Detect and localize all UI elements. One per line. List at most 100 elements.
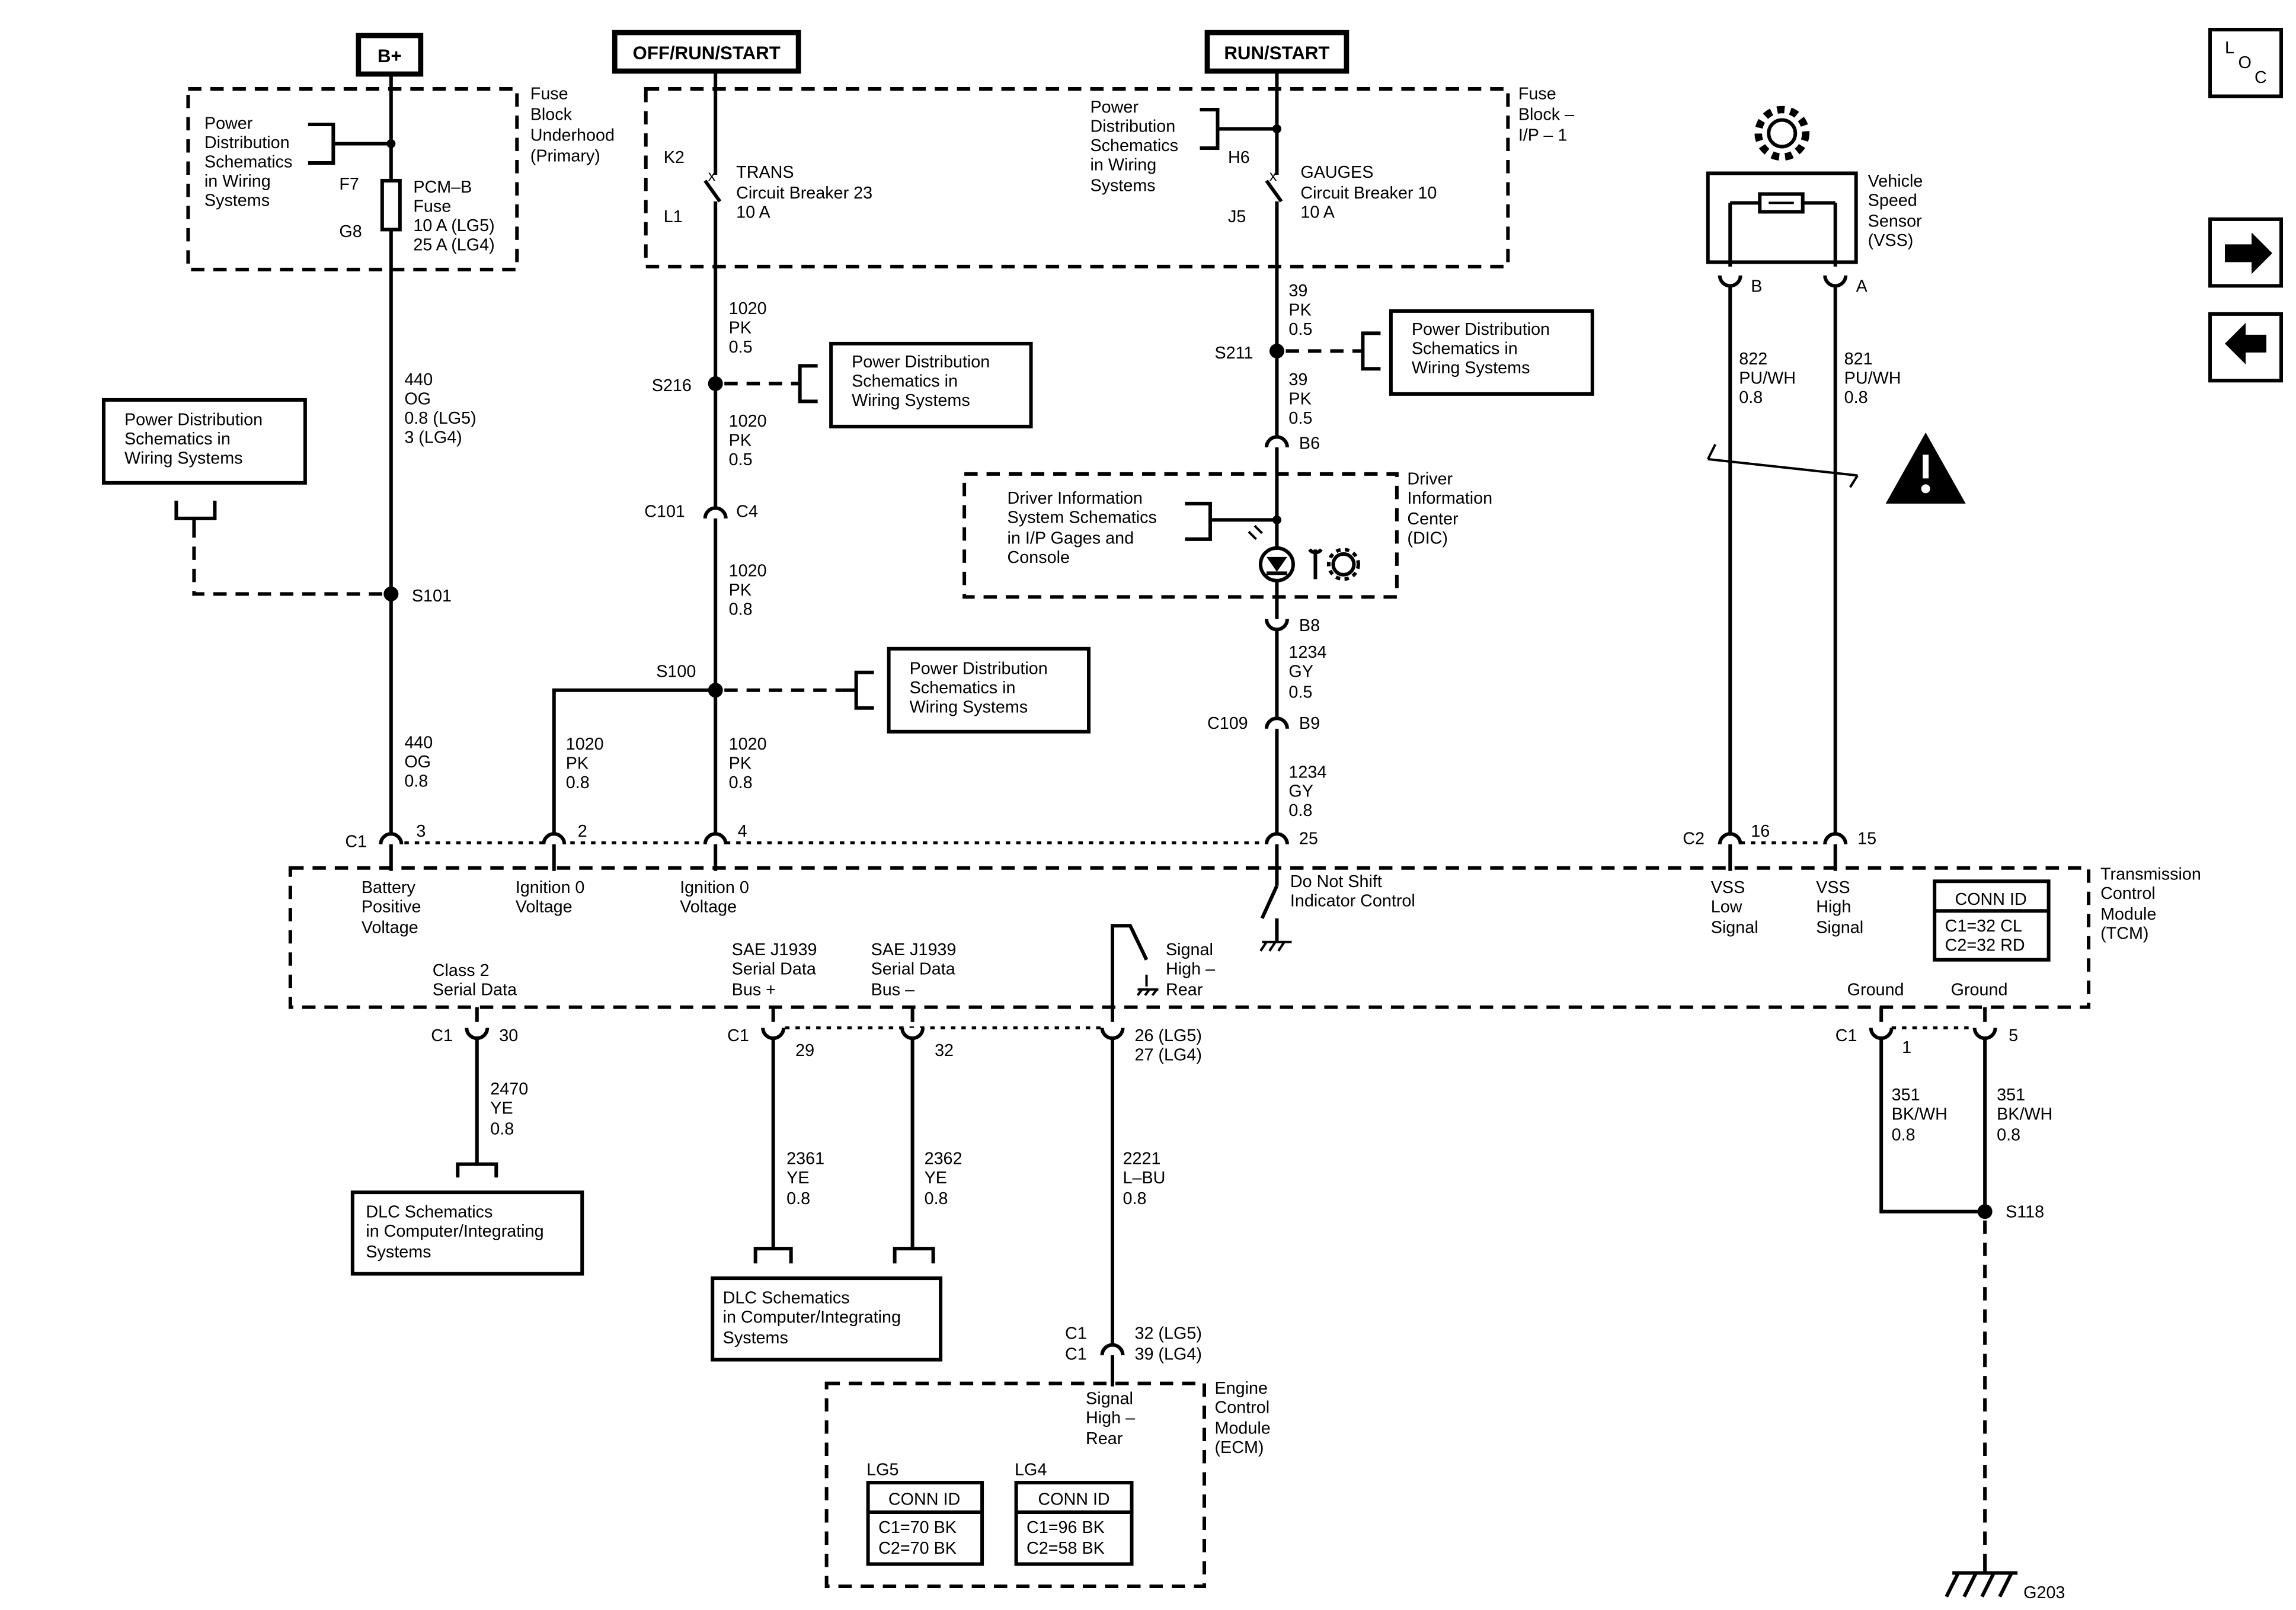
ecm-pin: C1 C1 32 (LG5) 39 (LG4) xyxy=(1065,1324,1202,1387)
svg-text:Bus +: Bus + xyxy=(732,981,776,1000)
tcm-pin-25: 25 xyxy=(1259,830,1318,952)
svg-text:3: 3 xyxy=(416,822,426,841)
svg-text:L1: L1 xyxy=(664,207,683,226)
svg-text:YE: YE xyxy=(925,1169,947,1188)
pd-s211-ref[interactable]: Power Distribution Schematics in Wiring … xyxy=(1389,309,1594,396)
svg-text:Do Not Shift: Do Not Shift xyxy=(1290,872,1382,891)
svg-text:821: 821 xyxy=(1844,350,1873,369)
svg-text:2470: 2470 xyxy=(490,1080,528,1099)
svg-text:Systems: Systems xyxy=(723,1329,788,1347)
gear-icon xyxy=(1754,105,1809,161)
svg-text:PK: PK xyxy=(729,754,752,773)
svg-text:(DIC): (DIC) xyxy=(1407,529,1448,548)
svg-text:C109: C109 xyxy=(1207,714,1248,733)
prev-arrow-icon[interactable] xyxy=(2208,312,2284,383)
svg-text:3 (LG4): 3 (LG4) xyxy=(404,428,462,447)
svg-text:SAE J1939: SAE J1939 xyxy=(732,940,817,959)
tcm-label-ground-a: Ground xyxy=(1847,981,1904,1000)
svg-text:Rear: Rear xyxy=(1166,981,1203,1000)
svg-text:YE: YE xyxy=(786,1169,809,1188)
svg-text:B6: B6 xyxy=(1299,434,1320,453)
svg-text:Low: Low xyxy=(1711,898,1742,917)
svg-text:C4: C4 xyxy=(736,502,758,521)
svg-text:in Computer/Integrating: in Computer/Integrating xyxy=(723,1308,901,1327)
svg-text:822: 822 xyxy=(1739,350,1767,369)
svg-text:PK: PK xyxy=(729,581,752,600)
pd-s216-ref[interactable]: Power Distribution Schematics in Wiring … xyxy=(829,341,1033,428)
svg-text:Fuse: Fuse xyxy=(413,197,451,216)
dlc-mid-ref[interactable]: DLC Schematics in Computer/Integrating S… xyxy=(711,1276,943,1362)
tcm-pin-c1-29: C1 29 xyxy=(727,1007,814,1249)
svg-text:C1: C1 xyxy=(1835,1026,1857,1045)
svg-text:1234: 1234 xyxy=(1288,763,1326,782)
svg-text:Power: Power xyxy=(1091,98,1139,117)
svg-text:Power Distribution: Power Distribution xyxy=(1412,320,1550,339)
svg-text:PK: PK xyxy=(729,318,752,337)
svg-text:C1=70 BK: C1=70 BK xyxy=(878,1518,957,1537)
svg-text:Systems: Systems xyxy=(366,1243,431,1262)
svg-text:OFF/RUN/START: OFF/RUN/START xyxy=(633,43,781,63)
next-arrow-icon[interactable] xyxy=(2208,217,2284,288)
svg-text:Circuit Breaker 10: Circuit Breaker 10 xyxy=(1300,184,1437,203)
svg-text:Signal: Signal xyxy=(1166,940,1213,959)
svg-text:0.8 (LG5): 0.8 (LG5) xyxy=(404,409,476,428)
svg-text:39: 39 xyxy=(1288,281,1307,300)
svg-text:PK: PK xyxy=(1288,300,1311,319)
svg-text:2361: 2361 xyxy=(786,1150,824,1169)
wrench-gear-icon xyxy=(1308,548,1360,581)
svg-text:25 A (LG4): 25 A (LG4) xyxy=(413,235,494,254)
svg-text:B: B xyxy=(1751,277,1762,296)
tcm-label-signal-high-rear: Signal High – Rear xyxy=(1111,924,1215,1022)
svg-text:Block: Block xyxy=(530,105,573,124)
svg-text:Schematics in: Schematics in xyxy=(124,430,231,449)
svg-text:DLC Schematics: DLC Schematics xyxy=(723,1289,850,1308)
svg-text:Module: Module xyxy=(2100,905,2156,924)
svg-text:H6: H6 xyxy=(1228,148,1250,167)
svg-text:32 (LG5): 32 (LG5) xyxy=(1135,1324,1202,1343)
svg-text:(Primary): (Primary) xyxy=(530,146,600,165)
svg-text:in Wiring: in Wiring xyxy=(204,172,271,191)
svg-text:S118: S118 xyxy=(2006,1203,2044,1222)
svg-text:Information: Information xyxy=(1407,489,1492,508)
svg-text:26 (LG5): 26 (LG5) xyxy=(1135,1026,1202,1045)
wire-39-a: 39 PK 0.5 xyxy=(1288,281,1312,339)
svg-text:C1=96 BK: C1=96 BK xyxy=(1027,1518,1105,1537)
tcm-pin-c1-1: C1 1 xyxy=(1835,1007,1985,1214)
svg-text:Schematics: Schematics xyxy=(1091,136,1179,155)
svg-text:Power Distribution: Power Distribution xyxy=(910,659,1048,678)
svg-text:Block –: Block – xyxy=(1518,105,1574,124)
tcm-label-j1939-minus: SAE J1939 Serial Data Bus – xyxy=(871,940,957,999)
wire-822: 822 PU/WH 0.8 xyxy=(1739,350,1796,407)
svg-text:0.8: 0.8 xyxy=(729,600,753,619)
splice-s211: S211 xyxy=(1214,344,1284,363)
svg-text:Schematics in: Schematics in xyxy=(910,678,1016,697)
svg-text:S216: S216 xyxy=(652,376,692,395)
svg-text:0.8: 0.8 xyxy=(1288,801,1312,820)
svg-text:S211: S211 xyxy=(1214,344,1253,363)
dlc-left-ref[interactable]: DLC Schematics in Computer/Integrating S… xyxy=(350,1190,584,1276)
svg-text:B+: B+ xyxy=(378,46,402,66)
svg-text:BK/WH: BK/WH xyxy=(1997,1105,2052,1124)
connector-vss-a: A xyxy=(1823,275,1868,296)
svg-text:10 A: 10 A xyxy=(736,203,770,222)
svg-text:16: 16 xyxy=(1751,822,1770,841)
svg-text:SAE J1939: SAE J1939 xyxy=(871,940,957,959)
pd-s100-ref[interactable]: Power Distribution Schematics in Wiring … xyxy=(887,646,1091,734)
svg-text:Signal: Signal xyxy=(1086,1390,1133,1409)
svg-text:BK/WH: BK/WH xyxy=(1892,1105,1948,1124)
svg-text:F7: F7 xyxy=(339,175,359,194)
svg-text:0.8: 0.8 xyxy=(1892,1126,1916,1145)
svg-text:Systems: Systems xyxy=(1091,176,1156,195)
svg-text:C2=32 RD: C2=32 RD xyxy=(1945,936,2025,955)
svg-text:Indicator Control: Indicator Control xyxy=(1290,892,1415,911)
locator-icon[interactable]: L O C xyxy=(2208,27,2284,98)
svg-text:CONN ID: CONN ID xyxy=(1955,890,2026,909)
pd-left-ref[interactable]: Power Distribution Schematics in Wiring … xyxy=(101,398,307,485)
svg-text:0.8: 0.8 xyxy=(786,1189,810,1208)
svg-text:32: 32 xyxy=(935,1041,954,1060)
svg-text:L: L xyxy=(2225,39,2234,57)
svg-text:2: 2 xyxy=(578,822,587,841)
run-start-label: RUN/START xyxy=(1204,30,1350,74)
connector-b6: B6 xyxy=(1264,434,1320,453)
